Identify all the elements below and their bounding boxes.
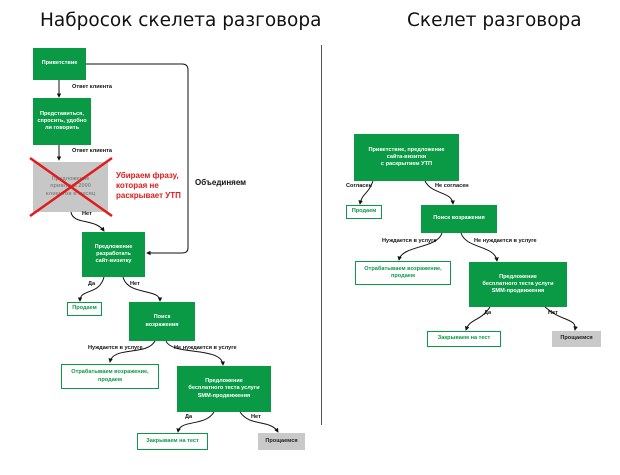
node-goodbye-right: Прощаемся (552, 331, 601, 347)
node-find-objection: Поиск возражения (129, 302, 195, 341)
node-offer-test-right: Предложение бесплатного теста услуги SMM… (469, 262, 567, 307)
edge-label-agreed: Согласен (346, 183, 372, 189)
divider (321, 45, 322, 425)
annotation-merge: Объединяем (195, 178, 247, 187)
node-sell: Продаем (346, 205, 382, 219)
node-close-test-right: Закрываем на тест (427, 331, 501, 347)
node-handle-objection-right: Отрабатываем возражение, продаем (355, 261, 451, 285)
edge-label-needs: Нуждается в услуге (88, 345, 143, 351)
node-offer-test: Предложение бесплатного теста услуги SMM… (177, 366, 271, 412)
edge-label-no-1: Нет (82, 211, 92, 217)
edge-label-not-agreed: Не согласен (435, 183, 469, 189)
node-find-objection-right: Поиск возражения (421, 205, 497, 233)
left-title: Набросок скелета разговора (40, 10, 322, 31)
edge-label-yes-right: Да (484, 310, 492, 316)
edge-label-client-answer-1: Ответ клиента (72, 84, 112, 90)
right-title: Скелет разговора (407, 10, 582, 31)
edge-label-client-answer-2: Ответ клиента (72, 148, 112, 154)
node-close-test: Закрываем на тест (137, 433, 208, 450)
node-greeting: Приветствие (33, 48, 86, 80)
edge-label-no-3: Нет (251, 414, 261, 420)
node-introduce: Представиться, спросить, удобно ли говор… (33, 98, 91, 145)
annotation-remove-phrase: Убираем фразу, которая не раскрывает УТП (116, 171, 181, 200)
node-sell-site: Продаем (67, 302, 102, 316)
node-offer-site: Предложение разработать сайт-визитку (82, 232, 145, 277)
edge-label-yes-1: Да (88, 281, 96, 287)
node-goodbye: Прощаемся (258, 433, 305, 450)
edge-label-not-needs-right: Не нуждается в услуге (474, 238, 537, 244)
cross-out-icon (29, 156, 113, 218)
node-handle-objection: Отрабатываем возражение, продаем (61, 364, 159, 389)
edge-label-needs-right: Нуждается в услуге (382, 238, 437, 244)
edge-label-no-2: Нет (130, 281, 140, 287)
edge-label-not-needs: Не нуждается в услуге (174, 345, 237, 351)
edge-label-yes-2: Да (185, 414, 193, 420)
edge-label-no-right: Нет (548, 310, 558, 316)
node-greeting-offer: Приветствие, предложение сайта-визитки с… (354, 134, 459, 181)
